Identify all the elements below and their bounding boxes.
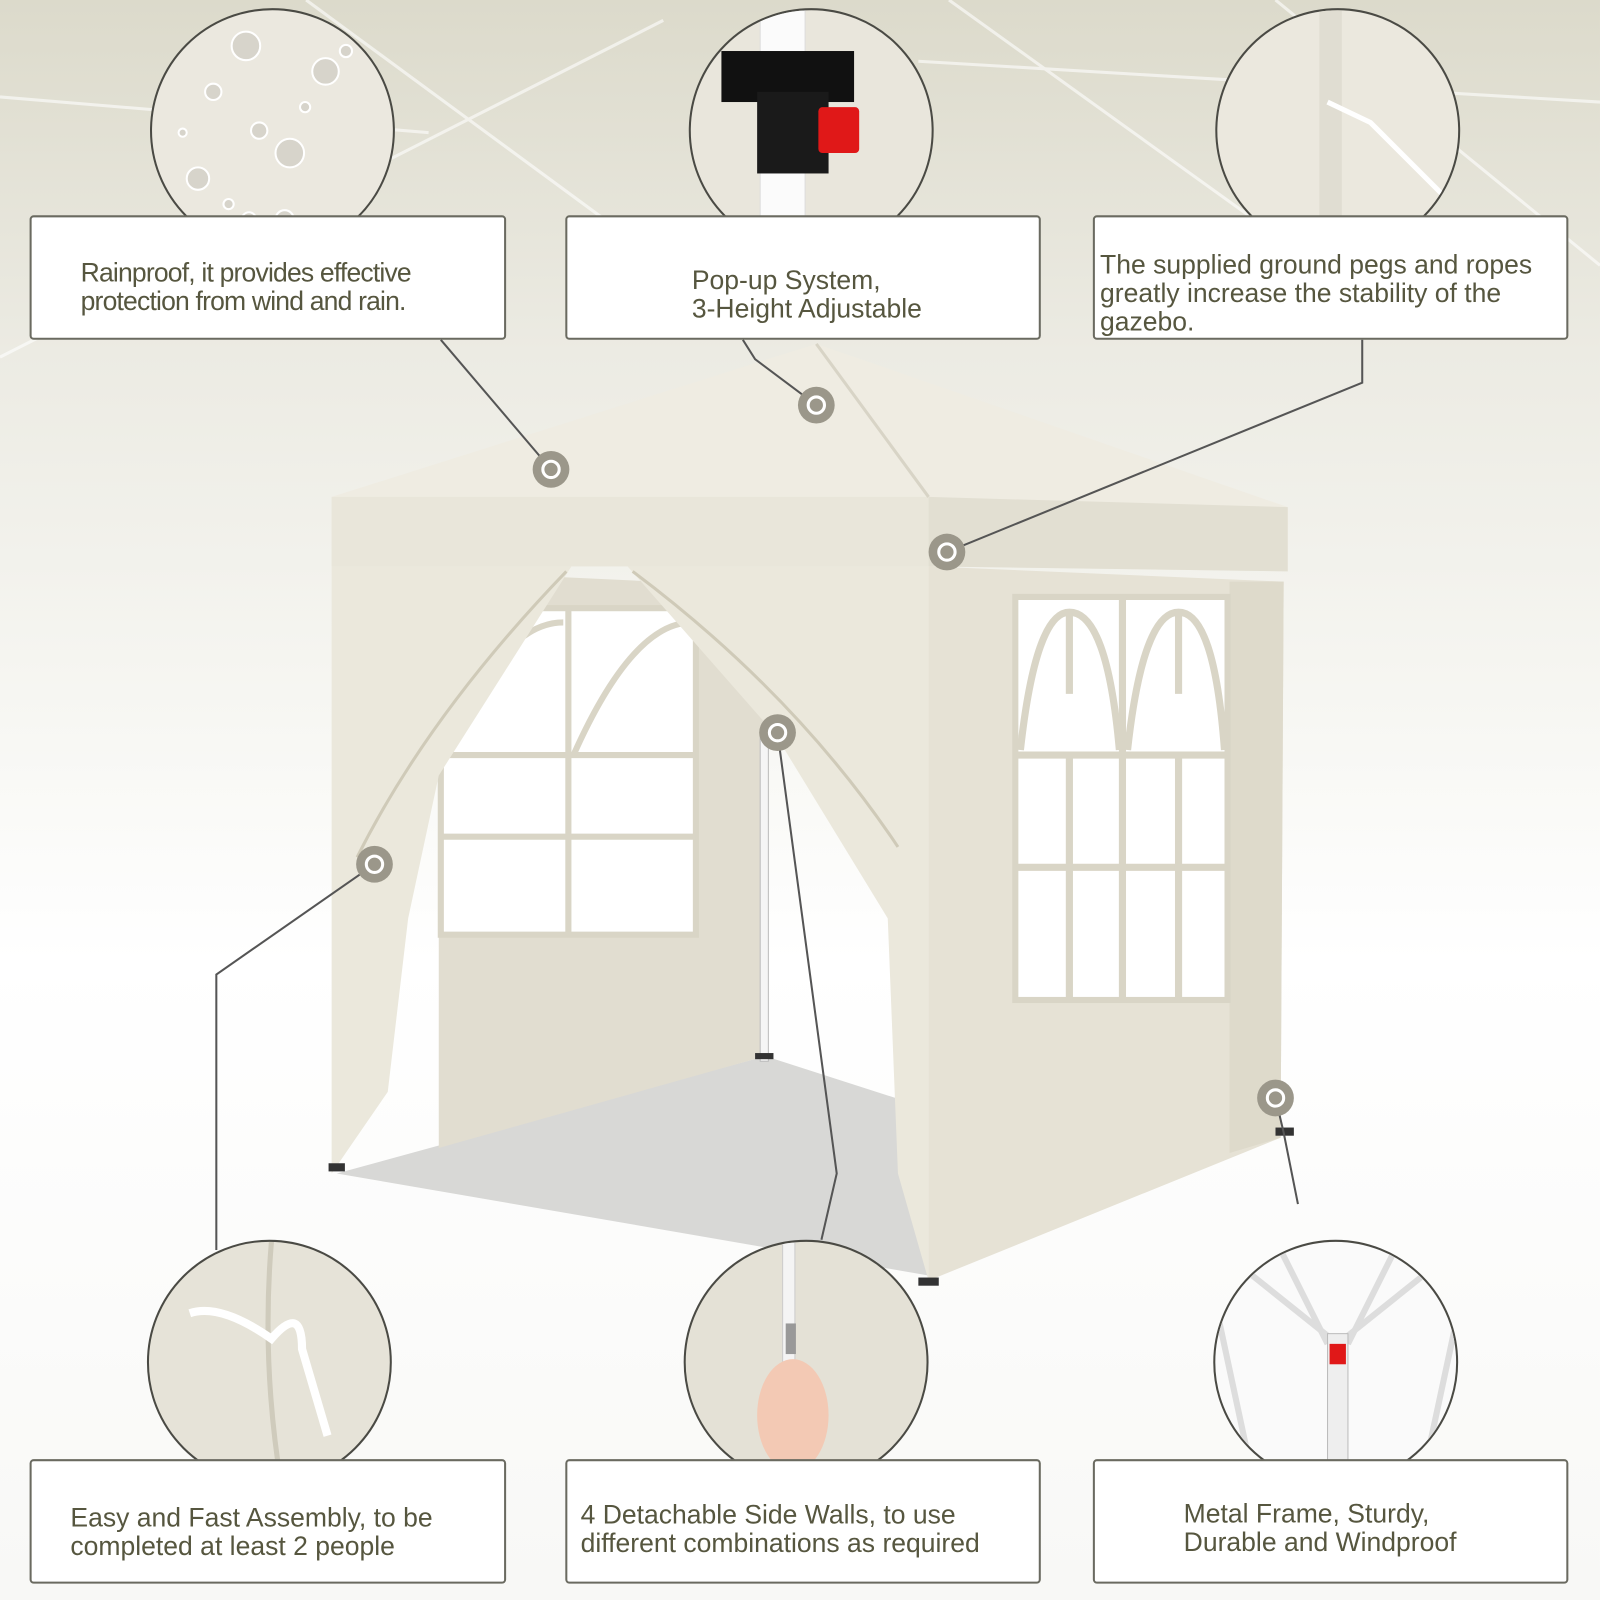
feature-rainproof: Rainproof, it provides effective protect… bbox=[29, 215, 507, 340]
detail-image-water-droplets bbox=[149, 8, 395, 254]
feature-text: Pop-up System, 3-Height Adjustable bbox=[691, 264, 922, 324]
left-curtain bbox=[331, 566, 572, 1174]
feature-text: The supplied ground pegs and ropes great… bbox=[1099, 248, 1533, 337]
feature-text: Easy and Fast Assembly, to be completed … bbox=[70, 1502, 433, 1562]
feature-text: 4 Detachable Side Walls, to use differen… bbox=[580, 1498, 980, 1559]
detail-image-popup-lock bbox=[688, 8, 934, 254]
feature-text: Rainproof, it provides effective protect… bbox=[80, 257, 412, 317]
detail-image-zipper-hand bbox=[683, 1239, 929, 1485]
feature-popup-system: Pop-up System, 3-Height Adjustable bbox=[565, 215, 1041, 340]
right-curtain bbox=[627, 566, 929, 1281]
feature-text: Metal Frame, Sturdy, Durable and Windpro… bbox=[1183, 1497, 1457, 1558]
feature-ground-pegs: The supplied ground pegs and ropes great… bbox=[1092, 215, 1569, 340]
feature-metal-frame: Metal Frame, Sturdy, Durable and Windpro… bbox=[1092, 1459, 1569, 1584]
feature-side-walls: 4 Detachable Side Walls, to use differen… bbox=[565, 1459, 1041, 1584]
marker-dots bbox=[356, 386, 1294, 1117]
detail-image-ground-peg bbox=[1215, 8, 1461, 254]
feature-easy-assembly: Easy and Fast Assembly, to be completed … bbox=[29, 1459, 507, 1584]
tent-floor bbox=[336, 1056, 929, 1276]
detail-image-tie-ribbon bbox=[146, 1239, 392, 1485]
detail-image-metal-frame bbox=[1213, 1239, 1459, 1485]
